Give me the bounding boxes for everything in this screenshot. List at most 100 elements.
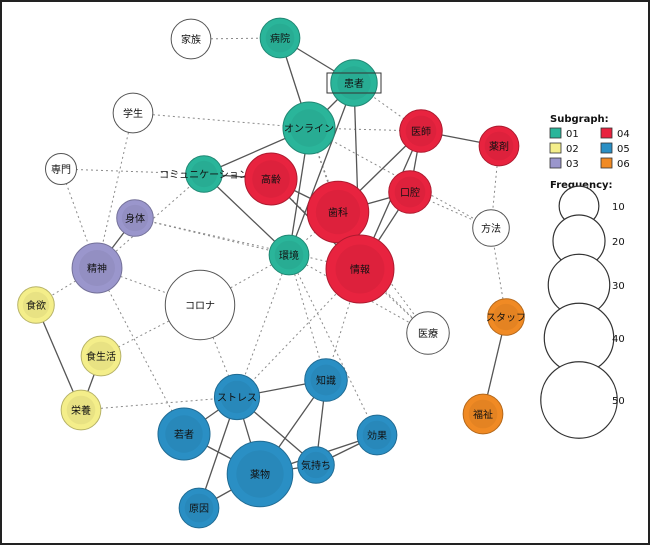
node-chishiki[interactable]: 知識 bbox=[304, 358, 348, 402]
node-label: 医療 bbox=[418, 327, 438, 340]
legend-swatch bbox=[600, 142, 613, 154]
edge-dotted-corona-shokuseikatsu bbox=[100, 304, 201, 357]
node-label: 食生活 bbox=[86, 350, 116, 363]
node-inner-circle bbox=[66, 395, 96, 425]
node-corona[interactable]: コロナ bbox=[164, 269, 236, 341]
node-inner-circle bbox=[362, 420, 392, 450]
node-label: 高齢 bbox=[261, 173, 281, 186]
node-inner-circle bbox=[492, 303, 520, 331]
node-wakamono[interactable]: 若者 bbox=[157, 407, 211, 461]
edge-dotted-kanja-ishi bbox=[353, 82, 422, 132]
node-label: 患者 bbox=[344, 78, 364, 90]
edge-dotted-kankyo-chishiki bbox=[288, 254, 327, 381]
legend-label: 01 bbox=[566, 129, 579, 140]
legend-size-50: 50 bbox=[540, 361, 625, 439]
node-circle bbox=[406, 311, 450, 355]
legend-item-01: 01 bbox=[549, 127, 579, 140]
node-joho[interactable]: 情報 bbox=[325, 234, 395, 304]
legend-label: 02 bbox=[566, 144, 579, 155]
node-ishi[interactable]: 医師 bbox=[399, 109, 443, 153]
node-inner-circle bbox=[121, 204, 149, 232]
legend-swatch bbox=[549, 127, 562, 139]
node-inner-circle bbox=[310, 364, 342, 396]
node-label: 身体 bbox=[125, 212, 145, 225]
node-comm[interactable]: コミュニケーション bbox=[159, 155, 249, 193]
legend-label: 05 bbox=[617, 144, 630, 155]
node-shokuseikatsu[interactable]: 食生活 bbox=[80, 335, 122, 377]
node-staff[interactable]: スタッフ bbox=[486, 298, 526, 336]
node-korei[interactable]: 高齢 bbox=[244, 152, 298, 206]
legend-size-label: 50 bbox=[612, 396, 625, 407]
node-yakuzai[interactable]: 薬剤 bbox=[478, 125, 520, 167]
node-online[interactable]: オンライン bbox=[282, 101, 336, 155]
node-stress[interactable]: ストレス bbox=[213, 373, 261, 421]
node-shika[interactable]: 歯科 bbox=[306, 180, 370, 244]
node-koka[interactable]: 効果 bbox=[356, 414, 398, 456]
node-label: 家族 bbox=[181, 33, 201, 46]
node-koku[interactable]: 口腔 bbox=[388, 170, 432, 214]
node-inner-circle bbox=[405, 115, 437, 147]
legend-swatch bbox=[549, 157, 562, 169]
node-inner-circle bbox=[236, 450, 284, 498]
node-label: 医師 bbox=[411, 125, 431, 138]
edge-dotted-kankyo-stress bbox=[236, 254, 290, 398]
node-shokuyoku[interactable]: 食欲 bbox=[17, 286, 55, 324]
node-kankyo[interactable]: 環境 bbox=[268, 234, 310, 276]
node-byoin[interactable]: 病院 bbox=[259, 17, 301, 59]
node-fukushi[interactable]: 福祉 bbox=[462, 393, 504, 435]
edge-dotted-yakuzai-hoho bbox=[490, 145, 500, 229]
node-inner-circle bbox=[394, 176, 426, 208]
node-label: 口腔 bbox=[400, 186, 420, 199]
legend-label: 06 bbox=[617, 159, 630, 170]
node-eiyo[interactable]: 栄養 bbox=[60, 389, 102, 431]
legend-swatch bbox=[600, 157, 613, 169]
node-hoho[interactable]: 方法 bbox=[472, 209, 510, 247]
node-yakubutsu[interactable]: 薬物 bbox=[226, 440, 294, 508]
node-inner-circle bbox=[335, 244, 385, 294]
node-seishin[interactable]: 精神 bbox=[71, 242, 123, 294]
legend-swatch bbox=[600, 127, 613, 139]
legend-size-label: 10 bbox=[612, 202, 625, 213]
edge-dotted-online-ishi bbox=[308, 127, 422, 132]
nodes: 家族 病院患者学生 オンライン 医師薬剤専門 コミュニケーション高齢口腔歯科 方法 身体精神… bbox=[17, 17, 526, 529]
node-inner-circle bbox=[265, 23, 295, 53]
node-inner-circle bbox=[337, 66, 371, 100]
node-kanja[interactable]: 患者 bbox=[326, 59, 382, 107]
node-inner-circle bbox=[290, 109, 328, 147]
node-label: 栄養 bbox=[71, 404, 91, 417]
node-circle bbox=[170, 18, 212, 60]
node-iryo[interactable]: 医療 bbox=[406, 311, 450, 355]
legend-frequency-title: Frequency: bbox=[550, 180, 613, 191]
node-circle bbox=[44, 152, 78, 186]
legend-item-06: 06 bbox=[600, 157, 630, 170]
node-circle bbox=[112, 92, 154, 134]
node-inner-circle bbox=[468, 399, 498, 429]
node-genin[interactable]: 原因 bbox=[178, 487, 220, 529]
legend-size-label: 30 bbox=[612, 281, 625, 292]
legend-size-40: 40 bbox=[543, 302, 625, 374]
legend-label: 03 bbox=[566, 159, 579, 170]
legend-size-circle bbox=[540, 361, 618, 439]
edge-dotted-shintai-kankyo bbox=[134, 217, 290, 256]
node-label: ストレス bbox=[217, 393, 257, 404]
node-shintai[interactable]: 身体 bbox=[116, 199, 154, 237]
node-gakusei[interactable]: 学生 bbox=[112, 92, 154, 134]
node-label: 病院 bbox=[270, 32, 290, 45]
node-label: 薬物 bbox=[250, 468, 270, 481]
node-inner-circle bbox=[79, 250, 115, 286]
node-label: 薬剤 bbox=[489, 140, 509, 153]
legend-size-label: 20 bbox=[612, 237, 625, 248]
node-label: 効果 bbox=[367, 429, 387, 442]
node-label: コロナ bbox=[185, 300, 215, 312]
legend-size-30: 30 bbox=[547, 253, 625, 317]
node-kazoku[interactable]: 家族 bbox=[170, 18, 212, 60]
node-label: 歯科 bbox=[328, 206, 348, 219]
node-circle bbox=[472, 209, 510, 247]
node-label: 原因 bbox=[189, 503, 209, 515]
node-inner-circle bbox=[274, 240, 304, 270]
node-kimochi[interactable]: 気持ち bbox=[297, 446, 335, 484]
node-senmon[interactable]: 専門 bbox=[44, 152, 78, 186]
node-label: 知識 bbox=[316, 374, 336, 387]
